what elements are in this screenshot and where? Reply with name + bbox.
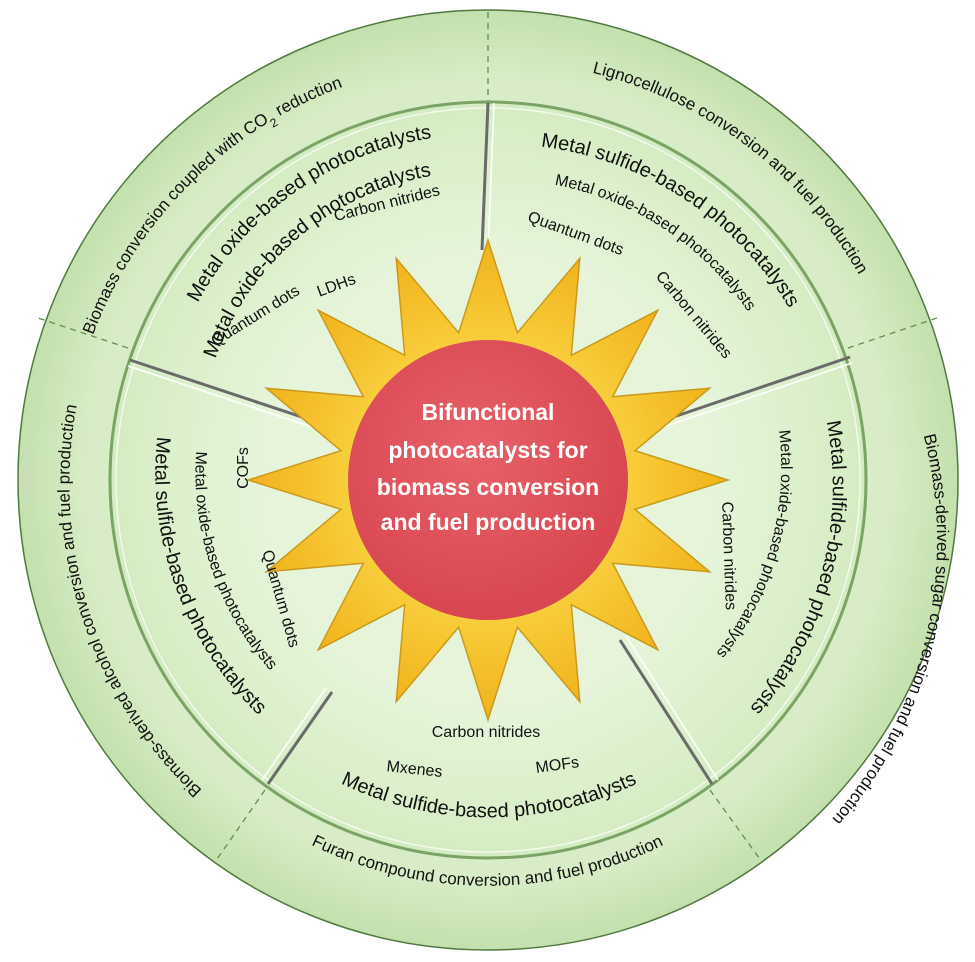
center-title: Bifunctional photocatalysts for biomass … — [377, 399, 599, 535]
center-circle — [348, 340, 628, 620]
inner-dividers — [127, 102, 853, 785]
wedge-left-item-cofs: COFs — [235, 447, 252, 489]
center-line-2: photocatalysts for — [388, 437, 587, 463]
outer-dividers — [37, 12, 938, 863]
wedge-bottom-item-carbon-nitrides: Carbon nitrides — [432, 724, 541, 741]
wedge-right-item-carbon-nitrides: Carbon nitrides — [718, 501, 739, 610]
center-line-3: biomass conversion — [377, 474, 599, 500]
center-line-4: and fuel production — [381, 509, 596, 535]
center-line-1: Bifunctional — [422, 399, 555, 425]
wedge-bottom-item-mxenes: Mxenes — [386, 758, 444, 781]
wedge-bottom-item-mofs: MOFs — [535, 754, 580, 777]
